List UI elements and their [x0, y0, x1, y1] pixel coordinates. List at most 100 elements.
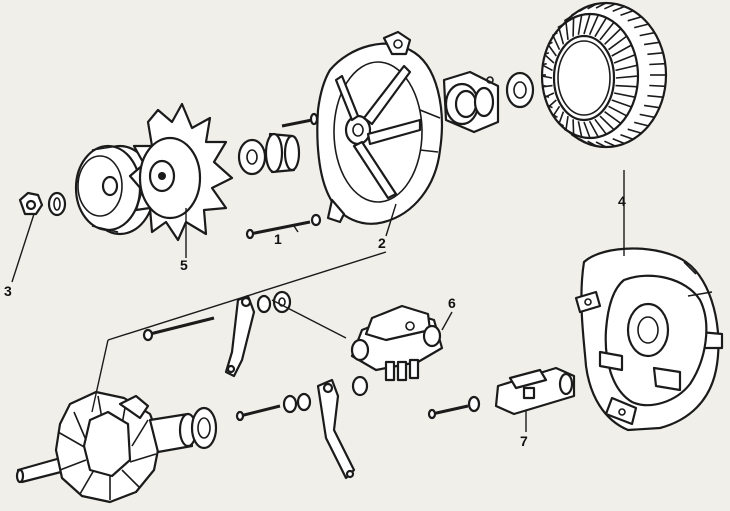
- stator-rib: [547, 41, 553, 46]
- terminal-bushing: [256, 290, 292, 314]
- stator: [540, 1, 668, 149]
- tie-bolt-upper: [281, 112, 319, 128]
- stator-slot: [588, 14, 600, 36]
- callout-5: 5: [180, 257, 188, 273]
- spring-washer: [47, 191, 67, 217]
- stator-slot: [572, 17, 575, 37]
- rotor: [15, 390, 218, 504]
- stator-rib: [587, 140, 597, 147]
- stator-rib: [634, 121, 649, 127]
- callout-6: 6: [448, 295, 456, 311]
- stator-rib: [620, 10, 634, 17]
- stator-rib: [627, 16, 642, 22]
- stator-slot: [594, 17, 608, 38]
- spacer-sleeve: [237, 132, 301, 176]
- stator-slot: [565, 115, 569, 130]
- stator-slot: [588, 120, 600, 138]
- stator-rib: [643, 104, 660, 109]
- stator-slot: [583, 13, 591, 35]
- stator-rib: [551, 113, 558, 118]
- stator-rib: [643, 41, 660, 46]
- stator-rib: [639, 113, 655, 119]
- callout-7: 7: [520, 433, 528, 449]
- stator-rib: [620, 133, 634, 140]
- stator-slot: [547, 44, 557, 57]
- stator-rib: [604, 3, 616, 10]
- tie-bolt-lower: [245, 213, 322, 240]
- stator-rib: [649, 84, 666, 88]
- stator-slot: [613, 92, 636, 98]
- stator-rib: [627, 128, 642, 134]
- stator-rib: [571, 10, 580, 16]
- nut-part: [18, 191, 44, 216]
- stator-rib: [604, 140, 616, 147]
- stator-slot: [615, 64, 638, 72]
- stator-rib: [557, 23, 565, 29]
- stator-slot: [544, 54, 555, 64]
- stator-slot: [552, 35, 561, 51]
- stator-slot: [577, 121, 583, 138]
- stator-slot: [594, 118, 608, 135]
- bearing-ring: [505, 71, 535, 109]
- stator-rib: [542, 62, 547, 66]
- stator-slot: [552, 105, 561, 117]
- stator-slot: [604, 111, 622, 125]
- terminal-strap-upper: [224, 294, 256, 378]
- stator-rib: [557, 121, 565, 127]
- stator-rib: [595, 141, 607, 148]
- stator-slot: [599, 115, 615, 131]
- brush-holder: [494, 366, 576, 416]
- stator-rib: [563, 128, 572, 134]
- cooling-fan: [128, 102, 234, 242]
- bearing-retainer: [442, 70, 500, 134]
- callout-3: 3: [4, 283, 12, 299]
- stator-slot: [611, 99, 632, 108]
- stator-slot: [558, 111, 565, 124]
- stator-rib: [649, 62, 666, 66]
- stator-slot: [599, 21, 615, 41]
- stator-slot: [558, 28, 565, 45]
- pulley: [74, 144, 156, 236]
- stator-rib: [542, 84, 547, 88]
- stator-slot: [583, 121, 591, 139]
- stator-slot: [577, 14, 583, 35]
- stator-rib: [634, 23, 649, 29]
- stator-rib: [544, 52, 550, 56]
- stator-rib: [639, 31, 655, 37]
- stator-rib: [563, 16, 572, 22]
- stator-slot: [613, 54, 636, 64]
- stator-slot: [572, 119, 575, 135]
- stator-rib: [587, 3, 597, 10]
- stator-rib: [544, 94, 550, 98]
- drive-end-housing: [316, 30, 443, 225]
- stator-rib: [595, 2, 607, 9]
- stator-rib: [612, 137, 625, 145]
- stator-slot: [541, 75, 553, 79]
- rectifier-bridge: [350, 304, 444, 397]
- stator-slot: [542, 64, 553, 72]
- stator-slot: [604, 27, 622, 45]
- stator-slot: [615, 84, 638, 88]
- leader-lines: [11, 170, 625, 432]
- callout-2: 2: [378, 235, 386, 251]
- stator-rib: [578, 138, 588, 145]
- stator-slot: [615, 75, 639, 79]
- stator-slot: [565, 22, 569, 40]
- brush-holder-screw: [427, 395, 481, 420]
- terminal-screw: [235, 392, 312, 422]
- stator-rib: [578, 5, 588, 12]
- stator-slot: [608, 105, 628, 117]
- callout-4: 4: [618, 193, 626, 209]
- stator-rib: [551, 32, 558, 37]
- stator-rib: [647, 52, 664, 56]
- stator-rib: [571, 134, 580, 140]
- stator-rib: [647, 94, 664, 98]
- stator-rib: [547, 104, 553, 109]
- stator-rib: [612, 5, 625, 13]
- callout-1: 1: [274, 231, 282, 247]
- long-screw: [142, 316, 215, 342]
- stator-slot: [608, 35, 628, 51]
- stator-slot: [611, 44, 632, 57]
